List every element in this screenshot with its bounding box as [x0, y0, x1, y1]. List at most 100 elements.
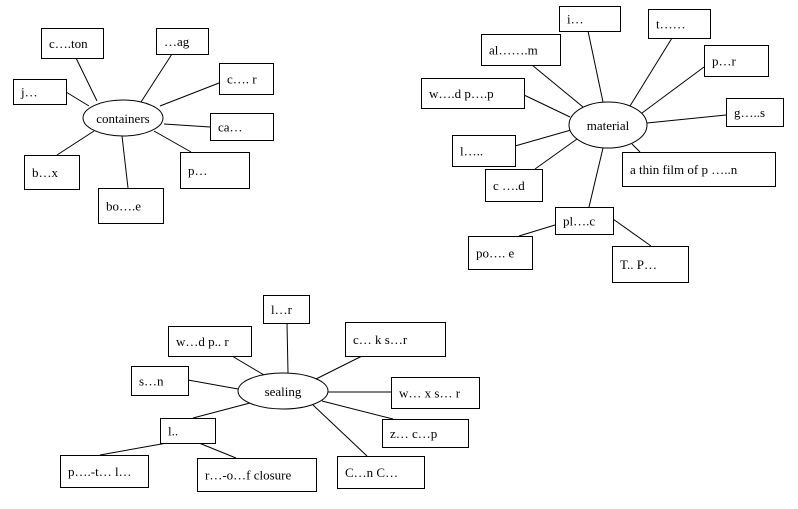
sealing-box-6: l..	[160, 418, 216, 444]
containers-box-8-label: bo….e	[106, 199, 141, 214]
sealing-box-5-frame	[391, 377, 480, 409]
material-box-11-label: po…. e	[476, 246, 515, 261]
sealing-box-9-frame	[197, 458, 317, 492]
material-box-5-frame	[421, 78, 525, 109]
material-box-10-frame	[555, 207, 614, 235]
material-box-7-label: l…..	[460, 144, 483, 159]
containers-box-7: p…	[180, 152, 250, 189]
containers-box-5: ca…	[210, 113, 274, 141]
containers-connector-1	[75, 57, 98, 102]
sealing-connector-4	[187, 379, 239, 390]
containers-box-7-label: p…	[188, 163, 208, 178]
sealing-connector-7	[321, 400, 394, 420]
containers-box-3-frame	[13, 79, 67, 105]
containers-box-1: c….ton	[41, 28, 104, 59]
containers-box-3: j…	[13, 79, 67, 105]
sealing-box-10: C…n C…	[337, 456, 425, 489]
material-connector-8	[534, 138, 578, 170]
sealing-connector-1	[286, 322, 289, 374]
containers-box-6: b…x	[24, 155, 80, 190]
material-box-9: a thin film of p …..n	[622, 152, 776, 187]
hub-material-label: material	[587, 118, 630, 133]
sealing-box-4-frame	[131, 366, 189, 396]
material-box-10-label: pl….c	[563, 214, 595, 229]
hub-sealing: sealing	[237, 372, 329, 410]
material-box-1-label: i…	[567, 12, 584, 27]
sealing-box-7-frame	[382, 419, 469, 448]
sealing-box-9: r…-o…f closure	[197, 458, 317, 492]
containers-box-8-frame	[98, 188, 164, 224]
material-box-2-label: t……	[656, 17, 686, 32]
material-box-6: g…..s	[726, 98, 784, 127]
material-connector-3	[531, 64, 584, 108]
material-connector-5	[523, 94, 571, 118]
containers-box-7-frame	[180, 152, 250, 189]
material-box-8: c ….d	[485, 169, 543, 202]
hub-sealing-ellipse	[237, 372, 329, 410]
sealing-box-8-label: p….-t… l…	[68, 464, 132, 479]
sealing-connector-8	[99, 442, 168, 456]
material-connector-2	[629, 37, 673, 107]
sealing-box-10-frame	[337, 456, 425, 489]
sealing-box-5: w… x s… r	[391, 377, 480, 409]
containers-connector-6	[56, 130, 95, 156]
material-box-3-label: al…….m	[489, 43, 538, 58]
material-box-8-frame	[485, 169, 543, 202]
containers-connector-2	[140, 53, 173, 103]
sealing-box-9-label: r…-o…f closure	[205, 468, 292, 483]
containers-connector-8	[121, 135, 129, 189]
sealing-box-1: l…r	[263, 295, 310, 324]
sealing-box-1-frame	[263, 295, 310, 324]
material-box-2-frame	[648, 9, 711, 39]
containers-box-1-frame	[41, 28, 104, 59]
sealing-box-4-label: s…n	[139, 374, 164, 389]
containers-box-4-frame	[219, 63, 274, 95]
material-box-6-frame	[726, 98, 784, 127]
containers-box-6-label: b…x	[32, 165, 59, 180]
sealing-box-7-label: z… c…p	[390, 426, 437, 441]
sealing-connector-3	[315, 355, 363, 380]
sealing-box-3-label: c… k s…r	[353, 332, 408, 347]
sealing-box-2: w…d p.. r	[168, 326, 252, 357]
material-box-5: w….d p….p	[421, 78, 525, 109]
material-box-11: po…. e	[468, 236, 533, 270]
hub-containers-ellipse	[82, 99, 164, 137]
material-box-1: i…	[559, 6, 621, 32]
material-box-12: T.. P…	[612, 246, 689, 283]
containers-box-3-label: j…	[20, 85, 38, 100]
containers-box-6-frame	[24, 155, 80, 190]
sealing-connector-10	[312, 404, 368, 457]
material-connector-6	[646, 114, 727, 124]
containers-box-5-frame	[210, 113, 274, 141]
material-box-2: t……	[648, 9, 711, 39]
containers-box-2-frame	[156, 28, 209, 55]
material-box-3: al…….m	[481, 34, 561, 66]
sealing-box-3-frame	[345, 322, 446, 357]
containers-box-2-label: …ag	[164, 34, 190, 49]
containers-connector-3	[65, 91, 90, 107]
material-box-7-frame	[452, 135, 516, 167]
sealing-box-7: z… c…p	[382, 419, 469, 448]
containers-connector-4	[159, 82, 220, 107]
sealing-box-5-label: w… x s… r	[399, 386, 461, 401]
sealing-box-10-label: C…n C…	[345, 465, 398, 480]
material-box-7: l…..	[452, 135, 516, 167]
containers-box-2: …ag	[156, 28, 209, 55]
sealing-connector-6	[192, 402, 251, 419]
material-box-4: p…r	[704, 45, 769, 77]
material-box-6-label: g…..s	[734, 105, 765, 120]
sealing-box-2-label: w…d p.. r	[176, 334, 229, 349]
hub-containers: containers	[82, 99, 164, 137]
containers-box-4: c…. r	[219, 63, 274, 95]
sealing-connector-2	[231, 355, 265, 376]
material-connector-4	[641, 66, 705, 114]
sealing-box-2-frame	[168, 326, 252, 357]
material-box-11-frame	[468, 236, 533, 270]
material-box-10: pl….c	[555, 207, 614, 235]
containers-box-5-label: ca…	[218, 120, 243, 135]
sealing-box-4: s…n	[131, 366, 189, 396]
material-connector-12	[612, 218, 652, 247]
material-box-12-frame	[612, 246, 689, 283]
sealing-box-8-frame	[60, 455, 149, 488]
material-connector-1	[587, 30, 604, 103]
